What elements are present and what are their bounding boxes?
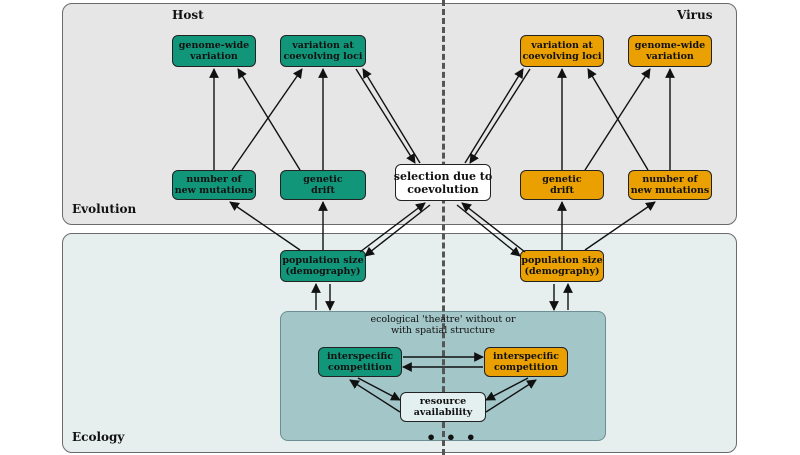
arrow-resource-to-virus-comp	[485, 379, 537, 413]
arrow-virus-pop-to-mutations	[584, 201, 656, 251]
arrow-selection-to-host-pop	[364, 204, 431, 257]
ellipsis: • • •	[426, 428, 478, 447]
arrow-virus-pop-to-selection	[461, 202, 526, 253]
host-virus-divider	[442, 0, 445, 455]
arrow-resource-to-host-comp	[349, 379, 401, 413]
theatre-title: ecological 'theatre' without or with spa…	[370, 314, 516, 336]
virus-label: Virus	[677, 8, 713, 22]
arrow-selection-to-virus-pop	[456, 204, 521, 257]
arrow-selection-to-virus-loci	[464, 68, 524, 164]
arrow-host-comp-to-resource	[357, 377, 401, 401]
arrow-virus-mutations-to-coevolving	[587, 68, 649, 171]
arrow-host-mutations-to-coevolving	[231, 68, 303, 171]
ecology-label: Ecology	[72, 430, 125, 444]
arrow-selection-to-host-loci	[362, 68, 421, 164]
arrow-host-pop-to-selection	[359, 202, 426, 253]
host-label: Host	[172, 8, 204, 22]
virus-population-size-node: population size(demography)	[520, 250, 604, 282]
arrow-host-loci-to-selection	[355, 68, 416, 164]
arrow-host-drift-to-genome	[237, 68, 301, 171]
evolution-label: Evolution	[72, 202, 137, 216]
arrow-virus-loci-to-selection	[469, 68, 531, 164]
arrow-virus-comp-to-resource	[485, 377, 529, 401]
arrow-host-pop-to-mutations	[229, 201, 301, 251]
host-population-size-node: population size(demography)	[280, 250, 366, 282]
